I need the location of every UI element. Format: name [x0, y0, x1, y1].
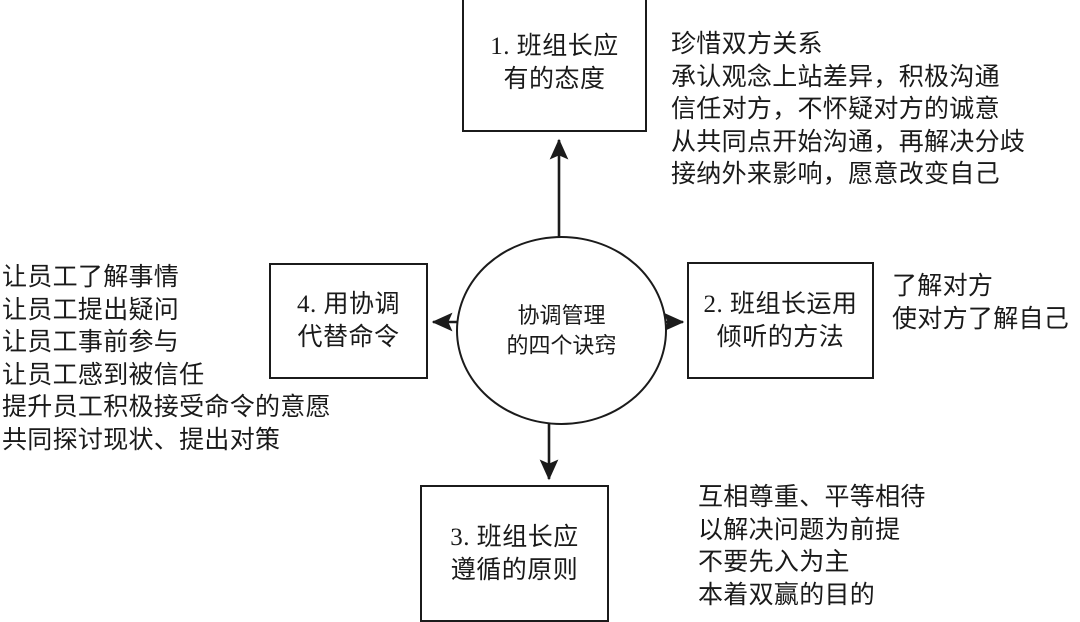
node-box-4-line-2: 代替命令 [297, 324, 400, 351]
center-node-line-2: 的四个诀窍 [506, 332, 617, 358]
center-node-line-1: 协调管理 [517, 302, 606, 328]
node-box-3-principles[interactable]: 3. 班组长应 遵循的原则 [420, 485, 609, 622]
annotation-left-line-4: 让员工感到被信任 [2, 361, 205, 389]
annotation-bottom-right-line-4: 本着双赢的目的 [698, 581, 876, 609]
node-box-2-line-1: 2. 班组长运用 [703, 290, 858, 318]
annotation-left-line-2: 让员工提出疑问 [2, 296, 180, 324]
node-box-2-line-2: 倾听的方法 [716, 323, 845, 351]
annotation-left-line-6: 共同探讨现状、提出对策 [2, 426, 281, 454]
node-box-3-line-1: 3. 班组长应 [450, 523, 579, 551]
node-box-4-coordination[interactable]: 4. 用协调 代替命令 [269, 263, 428, 379]
annotation-left-line-1: 让员工了解事情 [2, 264, 180, 291]
node-box-4-line-1: 4. 用协调 [296, 291, 400, 318]
node-box-1-attitude[interactable]: 1. 班组长应 有的态度 [462, 0, 647, 132]
annotation-left-line-5: 提升员工积极接受命令的意愿 [2, 394, 331, 421]
annotation-left: 让员工了解事情 让员工提出疑问 让员工事前参与 让员工感到被信任 提升员工积极接… [2, 262, 331, 457]
node-box-2-listening[interactable]: 2. 班组长运用 倾听的方法 [687, 262, 874, 379]
node-box-1-line-1: 1. 班组长应 [490, 33, 619, 60]
annotation-left-line-3: 让员工事前参与 [2, 329, 180, 356]
annotation-top-right-line-4: 从共同点开始沟通，再解决分歧 [671, 128, 1026, 156]
annotation-top-right-line-5: 接纳外来影响，愿意改变自己 [671, 161, 1000, 188]
annotation-right: 了解对方 使对方了解自己 [892, 271, 1069, 336]
annotation-bottom-right-line-1: 互相尊重、平等相待 [698, 484, 926, 511]
node-box-3-line-2: 遵循的原则 [450, 556, 579, 584]
annotation-right-line-1: 了解对方 [892, 273, 994, 300]
annotation-top-right: 珍惜双方关系 承认观念上站差异，积极沟通 信任对方，不怀疑对方的诚意 从共同点开… [671, 29, 1025, 192]
annotation-top-right-line-2: 承认观念上站差异，积极沟通 [671, 63, 1000, 91]
node-box-1-line-2: 有的态度 [503, 66, 606, 93]
annotation-bottom-right-line-2: 以解决问题为前提 [698, 516, 901, 544]
center-node[interactable]: 协调管理 的四个诀窍 [456, 236, 667, 425]
annotation-right-line-2: 使对方了解自己 [892, 305, 1070, 333]
annotation-top-right-line-3: 信任对方，不怀疑对方的诚意 [671, 96, 1000, 123]
annotation-bottom-right: 互相尊重、平等相待 以解决问题为前提 不要先入为主 本着双赢的目的 [698, 482, 926, 612]
annotation-top-right-line-1: 珍惜双方关系 [671, 31, 823, 58]
annotation-bottom-right-line-3: 不要先入为主 [698, 549, 850, 576]
